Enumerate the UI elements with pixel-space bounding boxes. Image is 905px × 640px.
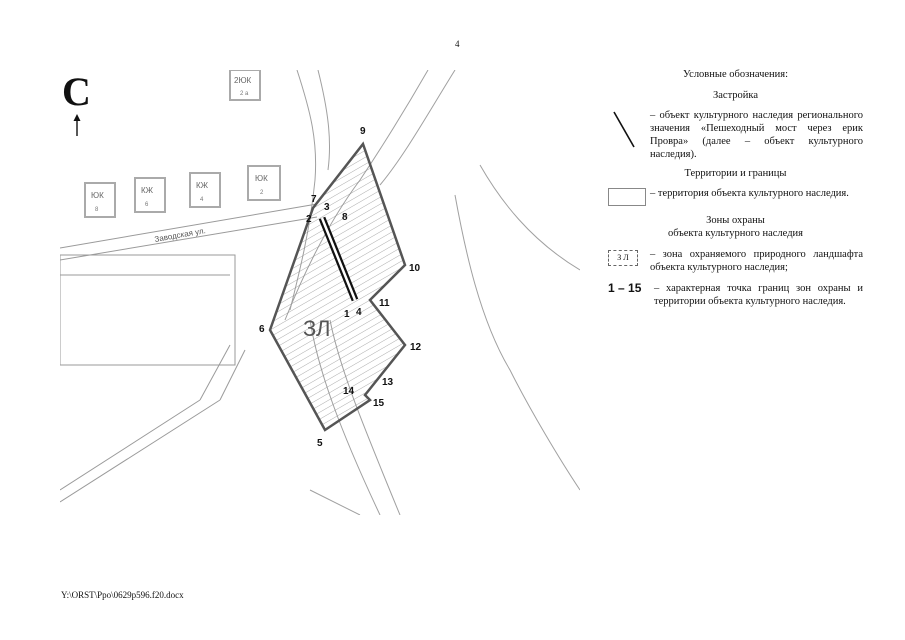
legend-section-territory: Территории и границы (684, 168, 787, 179)
svg-text:2: 2 (260, 190, 264, 196)
points-symbol: 1 – 15 (608, 281, 642, 295)
svg-text:6: 6 (145, 202, 149, 208)
svg-text:ЮК: ЮК (255, 174, 268, 183)
north-arrow-icon (73, 114, 81, 136)
point-13: 13 (382, 377, 394, 388)
territory-text: – территория объекта культурного наследи… (650, 188, 849, 199)
building: ЮК 8 (84, 182, 116, 218)
north-indicator: С (62, 72, 92, 136)
legend-item-monument: – объект культурного наследия региональн… (608, 109, 863, 161)
svg-text:КЖ: КЖ (196, 181, 209, 190)
legend-section-zones-2: объекта культурного наследия (668, 228, 803, 239)
point-5: 5 (317, 438, 323, 449)
page-number: 4 (455, 39, 460, 49)
zone-label: ЗЛ (303, 316, 330, 341)
point-14: 14 (343, 386, 355, 397)
building: КЖ 4 (189, 172, 221, 208)
point-9: 9 (360, 126, 366, 137)
svg-text:4: 4 (200, 197, 204, 203)
point-2: 2 (306, 214, 312, 225)
svg-text:2 а: 2 а (240, 91, 249, 97)
heritage-bridge-inner (320, 217, 357, 301)
point-3: 3 (324, 202, 330, 213)
svg-text:КЖ: КЖ (141, 186, 154, 195)
protection-zone-area (268, 141, 407, 432)
svg-text:2ЮК: 2ЮК (234, 76, 252, 85)
street-lines (60, 203, 318, 503)
legend-item-zl: З Л – зона охраняемого природного ландша… (608, 248, 863, 274)
legend-item-points: 1 – 15 – характерная точка границ зон ох… (608, 282, 863, 308)
legend-item-territory: – территория объекта культурного наследи… (608, 187, 863, 206)
point-11: 11 (379, 298, 390, 309)
point-15: 15 (373, 398, 385, 409)
protection-zone-map: 2ЮК 2 а ЮК 8 КЖ 6 КЖ 4 ЮК 2 Заводская ул… (60, 70, 580, 515)
point-8: 8 (342, 212, 348, 223)
point-12: 12 (410, 342, 422, 353)
svg-text:8: 8 (95, 207, 99, 213)
building: КЖ 6 (134, 177, 166, 213)
building: ЮК 2 (247, 165, 281, 201)
legend-section-zones-1: Зоны охраны (706, 215, 765, 226)
points-text: – характерная точка границ зон охраны и … (654, 283, 863, 307)
monument-text: – объект культурного наследия региональн… (650, 110, 863, 160)
territory-box-icon (608, 188, 646, 206)
quarter-outline (60, 254, 236, 366)
svg-text:ЮК: ЮК (91, 191, 104, 200)
monument-line-icon (613, 111, 635, 148)
zl-text: – зона охраняемого природного ландшафта … (650, 249, 863, 273)
legend-title: Условные обозначения: (682, 69, 788, 80)
point-1: 1 (344, 309, 350, 320)
legend: Условные обозначения: Застройка – объект… (608, 68, 863, 308)
zl-symbol: З Л (608, 250, 638, 266)
footer-file-path: Y:\ORST\Ppo\0629p596.f20.docx (61, 590, 184, 600)
legend-section-building: Застройка (712, 90, 759, 101)
north-letter: С (62, 69, 91, 114)
point-10: 10 (409, 263, 421, 274)
buildings: 2ЮК 2 а ЮК 8 КЖ 6 КЖ 4 ЮК 2 (84, 70, 281, 218)
point-4: 4 (356, 307, 362, 318)
street-label: Заводская ул. (154, 226, 207, 244)
building: 2ЮК 2 а (229, 70, 261, 101)
point-6: 6 (259, 324, 265, 335)
boundary-points: 1 2 3 4 5 6 7 8 9 10 11 12 13 14 15 (259, 126, 422, 449)
point-7: 7 (311, 194, 317, 205)
